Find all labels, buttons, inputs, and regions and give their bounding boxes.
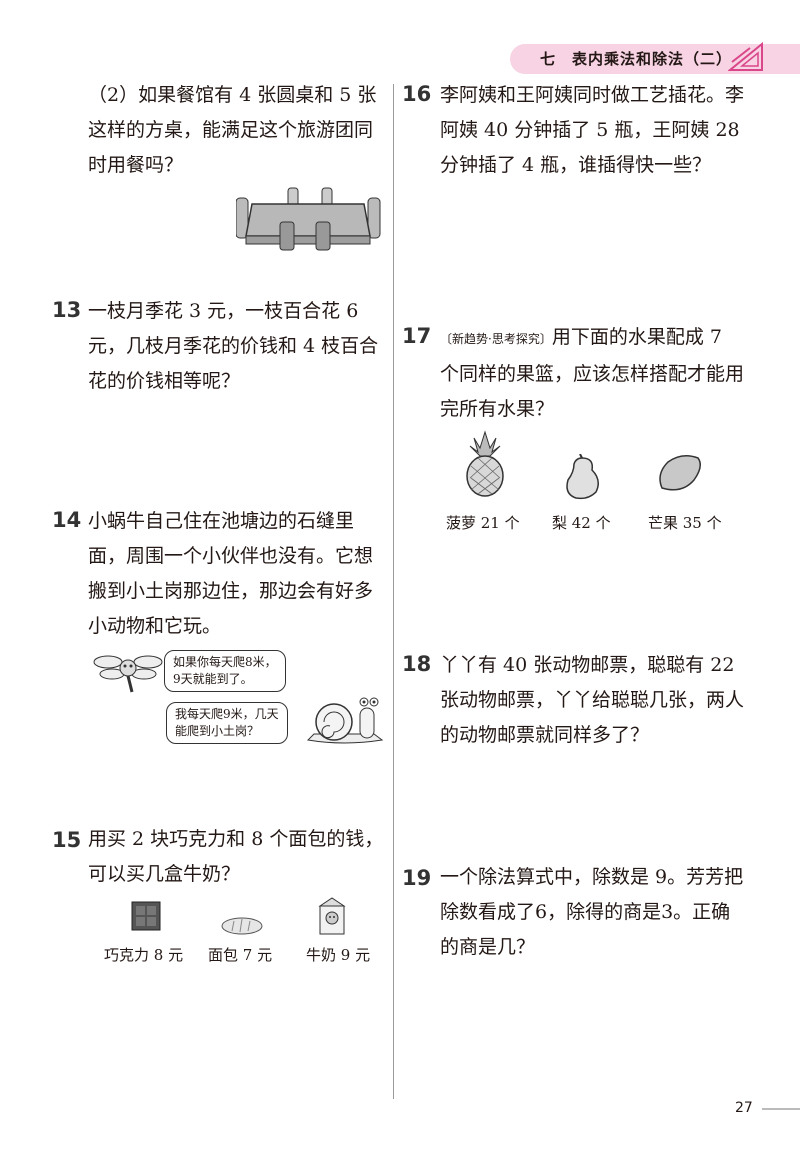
mango-count-label: 芒果 35 个 bbox=[648, 514, 722, 532]
pear-count-label: 梨 42 个 bbox=[552, 514, 611, 532]
bubble-line: 9天就能到了。 bbox=[173, 672, 253, 686]
bubble-line: 如果你每天爬8米， bbox=[173, 655, 277, 669]
pineapple-icon bbox=[466, 430, 504, 497]
milk-price-label: 牛奶 9 元 bbox=[306, 946, 371, 964]
new-trend-tag: 〔新趋势·思考探究〕 bbox=[440, 332, 552, 346]
chocolate-price-label: 巧克力 8 元 bbox=[104, 946, 184, 964]
problem-16-text: 李阿姨和王阿姨同时做工艺插花。李阿姨 40 分钟插了 5 瓶，王阿姨 28 分钟… bbox=[440, 84, 745, 176]
bubble-line: 我每天爬9米，几天 bbox=[175, 707, 279, 721]
milk-carton-icon bbox=[318, 897, 346, 935]
snail-speech-bubble: 我每天爬9米，几天 能爬到小土岗？ bbox=[166, 702, 288, 744]
problem-13-number: 13 bbox=[52, 298, 82, 322]
bread-price-label: 面包 7 元 bbox=[208, 946, 273, 964]
chapter-title: 七 表内乘法和除法（二） bbox=[540, 50, 733, 68]
problem-15-number: 15 bbox=[52, 828, 82, 852]
dining-table-illustration bbox=[236, 187, 381, 251]
problem-19-text: 一个除法算式中，除数是 9。芳芳把除数看成了6，除得的商是3。正确的商是几？ bbox=[440, 866, 744, 958]
problem-18-text: 丫丫有 40 张动物邮票，聪聪有 22 张动物邮票，丫丫给聪聪几张，两人的动物邮… bbox=[440, 654, 745, 746]
problem-12-part2-text: （2）如果餐馆有 4 张圆桌和 5 张这样的方桌，能满足这个旅游团同时用餐吗？ bbox=[88, 84, 377, 176]
problem-14-number: 14 bbox=[52, 508, 82, 532]
problem-17-body: 用下面的水果配成 7 个同样的果篮，应该怎样搭配才能用完所有水果？ bbox=[440, 326, 745, 420]
page-number: 27 bbox=[735, 1100, 753, 1116]
problem-15-text: 用买 2 块巧克力和 8 个面包的钱，可以买几盒牛奶？ bbox=[88, 828, 384, 885]
bread-icon bbox=[221, 917, 263, 935]
problem-18-number: 18 bbox=[402, 652, 432, 676]
problem-13-text: 一枝月季花 3 元，一枝百合花 6 元，几枝月季花的价钱和 4 枝百合花的价钱相… bbox=[88, 300, 379, 392]
page-number-rule bbox=[762, 1108, 800, 1110]
dragonfly-icon bbox=[93, 655, 163, 693]
chocolate-bar-icon bbox=[131, 901, 161, 931]
pineapple-count-label: 菠萝 21 个 bbox=[446, 514, 520, 532]
problem-17-text: 〔新趋势·思考探究〕用下面的水果配成 7 个同样的果篮，应该怎样搭配才能用完所有… bbox=[440, 320, 745, 427]
problem-19-number: 19 bbox=[402, 866, 432, 890]
problem-17-number: 17 bbox=[402, 324, 432, 348]
snail-icon bbox=[306, 697, 384, 744]
bubble-line: 能爬到小土岗？ bbox=[175, 724, 260, 738]
dragonfly-speech-bubble: 如果你每天爬8米， 9天就能到了。 bbox=[164, 650, 286, 692]
column-divider bbox=[393, 84, 394, 1099]
set-square-icon bbox=[728, 42, 763, 71]
problem-14-text: 小蜗牛自己住在池塘边的石缝里面，周围一个小伙伴也没有。它想搬到小土岗那边住，那边… bbox=[88, 510, 374, 637]
pear-icon bbox=[566, 454, 599, 500]
mango-icon bbox=[659, 455, 701, 491]
problem-16-number: 16 bbox=[402, 82, 432, 106]
